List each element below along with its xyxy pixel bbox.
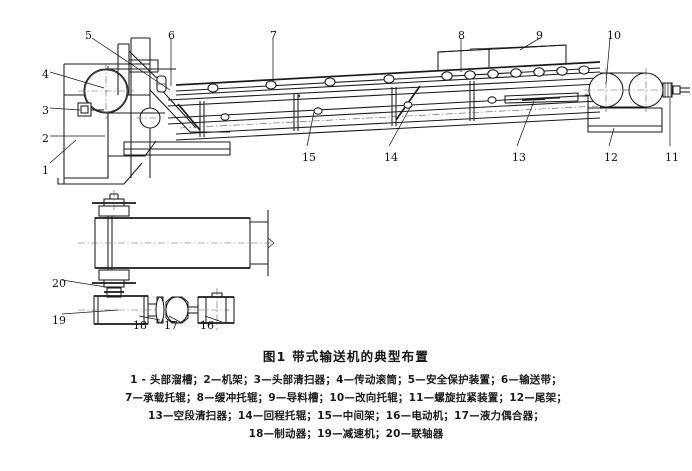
callout-14: 14 <box>384 151 398 164</box>
callout-18: 18 <box>133 319 147 332</box>
head-assembly <box>57 37 231 185</box>
callout-15: 15 <box>302 151 316 164</box>
callout-12: 12 <box>604 151 618 164</box>
callout-leaders <box>49 37 671 323</box>
tail-assembly <box>578 68 690 133</box>
callout-6: 6 <box>168 29 175 42</box>
callout-7: 7 <box>270 29 277 42</box>
callout-13: 13 <box>512 151 526 164</box>
impact-idlers <box>441 66 568 81</box>
callout-16: 16 <box>200 319 214 332</box>
callout-3: 3 <box>42 104 49 117</box>
callout-4: 4 <box>42 68 49 81</box>
callout-10: 10 <box>607 29 621 42</box>
legend-line-3: 13—空段清扫器；14—回程托辊；15—中间架；16—电动机；17—液力偶合器； <box>147 410 545 422</box>
figure-title: 图1 带式输送机的典型布置 <box>262 349 430 364</box>
legend-line-2: 7—承载托辊；8—缓冲托辊；9—导料槽；10—改向托辊；11—螺旋拉紧装置；12… <box>124 392 568 404</box>
callout-2: 2 <box>42 132 49 145</box>
drive-unit-detail <box>78 190 275 330</box>
callout-1: 1 <box>42 164 49 177</box>
legend-line-4: 18—制动器；19—减速机；20—联轴器 <box>248 428 444 440</box>
callout-20: 20 <box>52 277 66 290</box>
callout-17: 17 <box>164 319 178 332</box>
return-idlers <box>220 96 497 121</box>
skirt-board-assembly <box>437 44 568 81</box>
callout-8: 8 <box>458 29 465 42</box>
legend-line-1: 1 - 头部溜槽；2—机架；3—头部清扫器；4—传动滚筒；5—安全保护装置；6—… <box>130 374 562 386</box>
return-cleaner <box>504 92 579 104</box>
callout-19: 19 <box>52 314 66 327</box>
callout-5: 5 <box>85 29 92 42</box>
callout-11: 11 <box>665 151 679 164</box>
callout-9: 9 <box>536 29 543 42</box>
